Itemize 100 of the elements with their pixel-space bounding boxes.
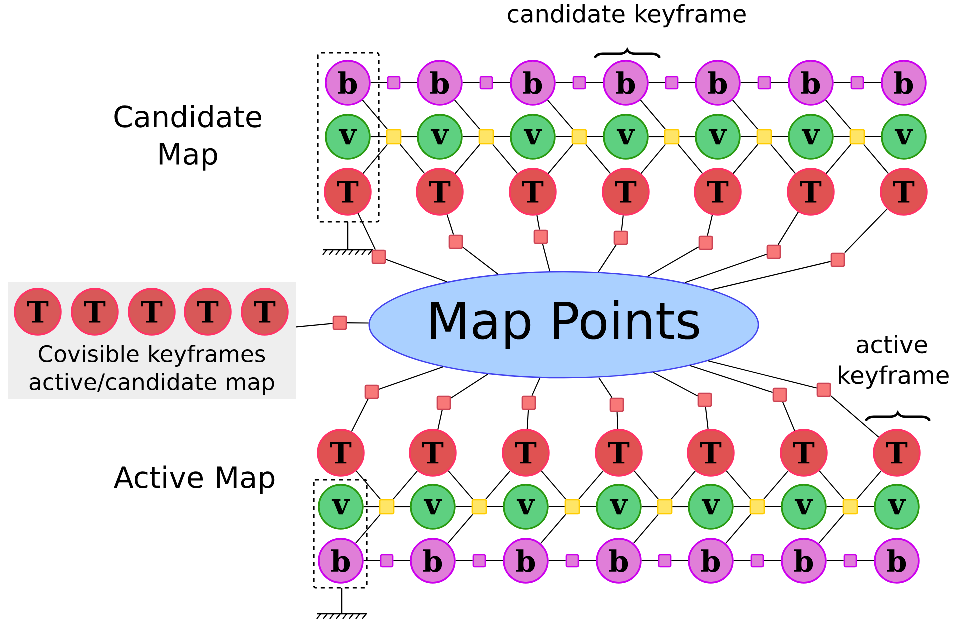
connector-line (765, 506, 782, 508)
connector-line (705, 407, 709, 430)
connector-line (362, 144, 388, 174)
connector-line (486, 470, 511, 500)
connector-line (634, 470, 659, 500)
connector-line (456, 560, 473, 562)
factor-square (534, 230, 548, 244)
factor-square (614, 230, 628, 246)
connector-line (370, 82, 388, 84)
connector-line (580, 506, 596, 508)
factor-square (664, 129, 680, 145)
factor-square (448, 234, 464, 250)
connector-line (648, 246, 700, 277)
connector-line (492, 144, 518, 174)
connector-line (486, 560, 504, 562)
factor-square (658, 554, 672, 568)
connector-line (830, 396, 880, 438)
connector-line (462, 82, 480, 84)
factor-square (387, 76, 401, 90)
connector-line (648, 136, 664, 138)
factor-square (566, 554, 580, 568)
connector-line (362, 100, 388, 130)
factor-square (472, 554, 486, 568)
connector-line (379, 366, 444, 390)
connector-line (734, 506, 750, 508)
connector-line (347, 322, 369, 324)
connector-line (454, 100, 480, 130)
connector-line (364, 506, 380, 508)
connector-line (857, 560, 874, 562)
connector-line (771, 82, 788, 84)
connector-line (394, 506, 410, 508)
connector-line (834, 136, 850, 138)
connector-line (678, 82, 696, 84)
keyframe-label: active keyframe (839, 335, 949, 389)
connector-line (556, 82, 573, 84)
factor-square (750, 499, 766, 515)
connector-line (296, 323, 333, 328)
connector-line (455, 144, 480, 174)
connector-line (826, 144, 852, 174)
connector-line (462, 136, 479, 138)
factor-square (380, 554, 394, 568)
connector-line (364, 560, 380, 562)
connector-line (548, 100, 574, 130)
connector-line (678, 144, 704, 174)
connector-line (351, 398, 369, 432)
factor-square (386, 129, 402, 145)
factor-square (830, 252, 846, 268)
connector-line (672, 506, 688, 508)
keyframe-label: candidate keyframe (508, 4, 746, 28)
factor-square (850, 129, 866, 145)
connector-line (772, 136, 788, 138)
connector-line (536, 215, 540, 230)
factor-square (480, 76, 494, 90)
factor-square (436, 396, 452, 410)
connector-line (642, 560, 658, 562)
connector-line (526, 410, 530, 430)
connector-line (640, 100, 666, 130)
factor-square (698, 392, 712, 408)
section-label: Candidate Map (114, 105, 262, 171)
connector-line (732, 100, 758, 130)
connector-line (844, 208, 888, 254)
connector-line (621, 216, 624, 231)
connector-line (448, 514, 474, 544)
factor-square (844, 554, 858, 568)
connector-line (402, 136, 418, 138)
connector-line (548, 506, 565, 508)
connector-line (653, 372, 698, 397)
connector-line (782, 402, 796, 432)
connector-line (764, 470, 789, 500)
connector-line (400, 144, 426, 174)
connector-line (864, 144, 889, 174)
connector-line (578, 470, 604, 500)
factor-square (698, 236, 714, 250)
factor-square (372, 250, 386, 264)
connector-line (671, 470, 696, 500)
connector-line (707, 215, 714, 236)
connector-line (355, 514, 381, 544)
connector-line (818, 514, 844, 544)
connector-line (556, 136, 572, 138)
connector-line (438, 410, 443, 430)
connector-line (690, 365, 773, 394)
factor-square (756, 129, 772, 145)
section-label: Active Map (114, 466, 275, 494)
factor-square (572, 76, 586, 90)
connector-line (712, 261, 831, 290)
connector-line (548, 560, 566, 562)
connector-line (370, 136, 386, 138)
connector-line (487, 506, 504, 508)
connector-line (462, 247, 499, 275)
factor-square (772, 388, 788, 402)
connector-line (734, 560, 751, 562)
connector-line (733, 144, 758, 174)
factor-square (522, 396, 536, 410)
factor-square (572, 129, 588, 145)
factor-square (758, 76, 772, 90)
factor-square (850, 76, 864, 90)
connector-line (448, 470, 474, 500)
factor-square (564, 499, 580, 515)
connector-line (680, 136, 696, 138)
connector-line (740, 136, 757, 138)
